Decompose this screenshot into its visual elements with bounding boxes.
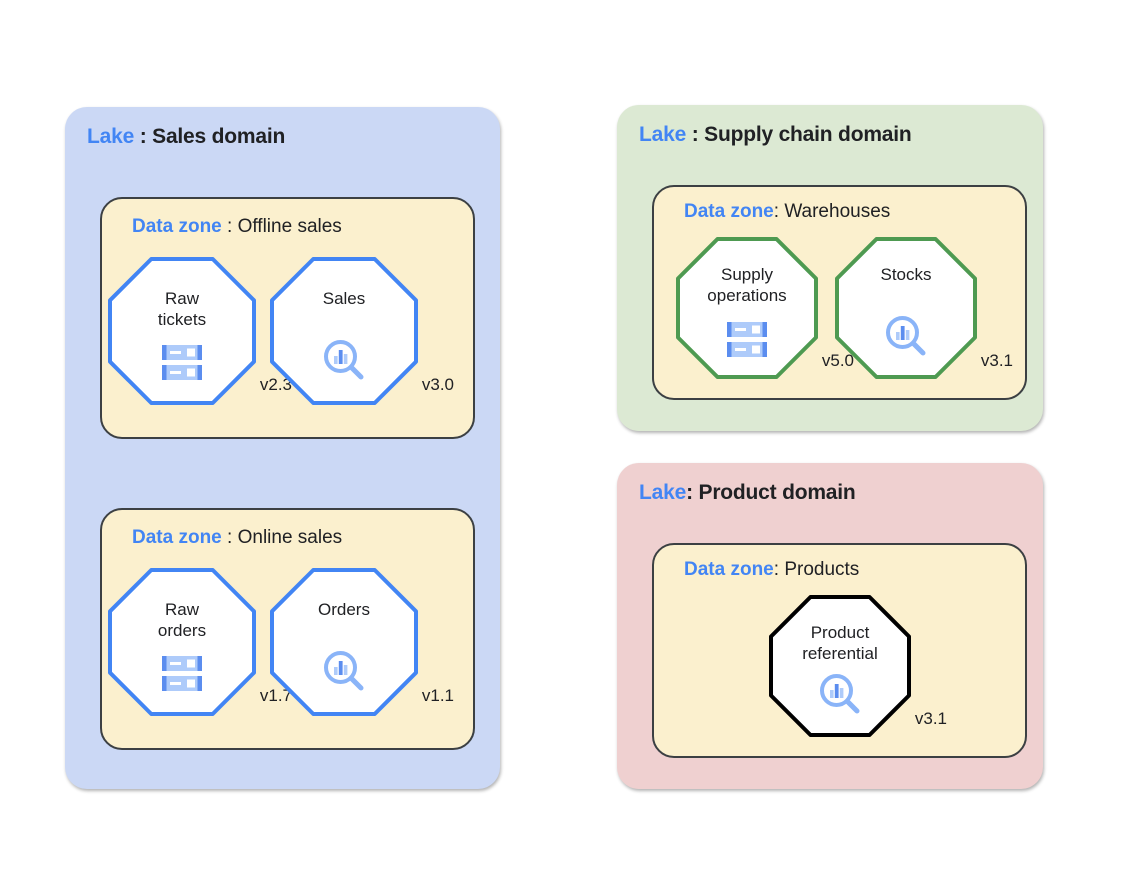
data-asset-raw-tickets[interactable]: Raw tickets v2.3: [108, 257, 292, 405]
asset-name: Raw orders: [157, 600, 207, 640]
asset-version: v1.1: [421, 686, 454, 705]
lake-keyword: Lake: [639, 481, 687, 504]
data-asset-product-referential[interactable]: Product referential v3.1: [769, 595, 947, 737]
lake-panel-supply-chain: Lake : Supply chain domain Data zone: Wa…: [617, 105, 1043, 431]
octagon-outline: [270, 257, 418, 405]
data-search-icon: [270, 337, 418, 383]
data-zone-products: Data zone: Products Product referential: [652, 543, 1027, 758]
lake-name: Supply chain domain: [704, 123, 912, 146]
data-search-icon: [835, 313, 977, 359]
octagon-outline: [108, 568, 256, 716]
zone-name: Offline sales: [237, 216, 342, 237]
lake-title-sales: Lake : Sales domain: [87, 125, 285, 149]
lake-name: Product domain: [698, 481, 856, 504]
lake-panel-sales: Lake : Sales domain Data zone : Offline …: [65, 107, 500, 789]
zone-keyword: Data zone: [132, 216, 222, 237]
zone-title-products: Data zone: Products: [684, 559, 859, 581]
zone-title-offline-sales: Data zone : Offline sales: [132, 216, 342, 238]
asset-version: v1.7: [259, 686, 292, 705]
asset-name: Product referential: [802, 623, 878, 663]
zone-title-warehouses: Data zone: Warehouses: [684, 201, 890, 223]
lake-name: Sales domain: [152, 125, 286, 148]
data-asset-sales[interactable]: Sales v3.0: [270, 257, 454, 405]
lake-separator: :: [686, 481, 699, 504]
zone-separator: :: [221, 527, 238, 548]
server-icon: [676, 320, 818, 360]
asset-name: Supply operations: [707, 265, 787, 305]
zone-keyword: Data zone: [684, 201, 774, 222]
zone-name: Online sales: [237, 527, 343, 548]
asset-name: Raw tickets: [157, 289, 207, 329]
lake-separator: :: [134, 125, 153, 148]
data-asset-orders[interactable]: Orders v1.1: [270, 568, 454, 716]
asset-version: v2.3: [259, 375, 292, 394]
asset-version: v3.1: [980, 351, 1013, 370]
octagon-outline: [769, 595, 911, 737]
zone-name: Products: [784, 559, 860, 580]
lake-title-supply-chain: Lake : Supply chain domain: [639, 123, 912, 147]
zone-separator: :: [221, 216, 238, 237]
octagon-outline: [270, 568, 418, 716]
server-icon: [108, 654, 256, 694]
asset-version: v3.0: [421, 375, 454, 394]
zone-title-online-sales: Data zone : Online sales: [132, 527, 342, 549]
octagon-outline: [676, 237, 818, 379]
data-zone-online-sales: Data zone : Online sales Raw orders: [100, 508, 475, 750]
asset-name: Sales: [322, 289, 366, 308]
lake-title-product: Lake: Product domain: [639, 481, 856, 505]
zone-separator: :: [773, 559, 785, 580]
lake-keyword: Lake: [87, 125, 135, 148]
octagon-outline: [108, 257, 256, 405]
data-zone-warehouses: Data zone: Warehouses Supply operations: [652, 185, 1027, 400]
octagon-outline: [835, 237, 977, 379]
data-asset-supply-operations[interactable]: Supply operations v5.0: [676, 237, 854, 379]
asset-name: Orders: [318, 600, 370, 619]
server-icon: [108, 343, 256, 383]
lake-keyword: Lake: [639, 123, 687, 146]
asset-version: v5.0: [821, 351, 854, 370]
zone-name: Warehouses: [784, 201, 891, 222]
asset-version: v3.1: [914, 709, 947, 728]
zone-keyword: Data zone: [684, 559, 774, 580]
lake-panel-product: Lake: Product domain Data zone: Products…: [617, 463, 1043, 789]
asset-name: Stocks: [880, 265, 932, 284]
data-asset-stocks[interactable]: Stocks v3.1: [835, 237, 1013, 379]
zone-separator: :: [773, 201, 785, 222]
data-zone-offline-sales: Data zone : Offline sales Raw tickets: [100, 197, 475, 439]
data-search-icon: [270, 648, 418, 694]
data-search-icon: [769, 671, 911, 717]
zone-keyword: Data zone: [132, 527, 222, 548]
data-asset-raw-orders[interactable]: Raw orders v1.7: [108, 568, 292, 716]
lake-separator: :: [686, 123, 705, 146]
